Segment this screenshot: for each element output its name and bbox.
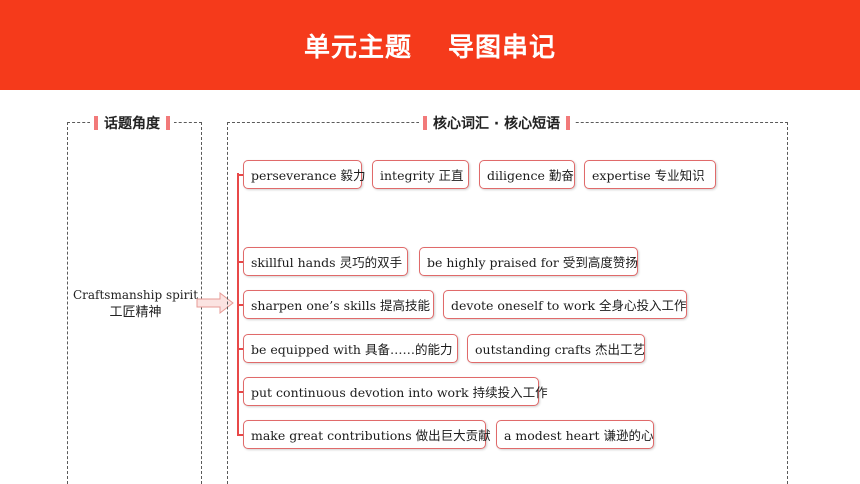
vocab-chip: be equipped with 具备……的能力 (243, 334, 458, 363)
topic-english: Craftsmanship spirit (72, 288, 199, 302)
core-vocabulary-heading: 核心词汇 · 核心短语 (419, 111, 575, 135)
title-part-2: 导图串记 (448, 32, 557, 63)
core-vocabulary-panel: 核心词汇 · 核心短语 (227, 111, 788, 484)
topic-label: Craftsmanship spirit 工匠精神 (68, 287, 203, 321)
connector-branch (237, 348, 245, 350)
heading-marker-left (423, 116, 427, 130)
vocab-chip: skillful hands 灵巧的双手 (243, 247, 408, 276)
vocab-chip: be highly praised for 受到高度赞扬 (419, 247, 638, 276)
topic-angle-panel: 话题角度 Craftsmanship spirit 工匠精神 (67, 111, 203, 484)
heading-marker-right (566, 116, 571, 130)
topic-angle-heading: 话题角度 (90, 111, 174, 135)
page-title: 单元主题 导图串记 (304, 27, 556, 64)
vocab-chip: integrity 正直 (372, 160, 469, 189)
topic-chinese: 工匠精神 (109, 305, 162, 320)
vocab-chip: a modest heart 谦逊的心 (496, 420, 654, 449)
header-banner: 单元主题 导图串记 (0, 0, 860, 90)
core-vocabulary-heading-text: 核心词汇 · 核心短语 (433, 116, 561, 132)
title-part-1: 单元主题 (303, 32, 412, 63)
connector-branch (237, 391, 245, 393)
connector-branch (237, 174, 245, 176)
topic-angle-heading-text: 话题角度 (104, 116, 160, 132)
connector-branch (237, 261, 245, 263)
heading-marker-right (166, 116, 170, 130)
heading-marker-left (94, 116, 98, 130)
connector-branch (237, 434, 245, 436)
vocab-chip: expertise 专业知识 (584, 160, 716, 189)
vocab-chip: put continuous devotion into work 持续投入工作 (243, 377, 548, 406)
vocab-chip: make great contributions 做出巨大贡献 (243, 420, 491, 449)
vocab-chip: devote oneself to work 全身心投入工作 (443, 290, 687, 319)
vocab-chip: outstanding crafts 杰出工艺 (467, 334, 645, 363)
arrow-right-icon (196, 292, 234, 314)
vocab-chip: perseverance 毅力 (243, 160, 366, 189)
vocab-chip: sharpen one’s skills 提高技能 (243, 290, 434, 319)
connector-branch (237, 304, 245, 306)
vocab-chip: diligence 勤奋 (479, 160, 575, 189)
